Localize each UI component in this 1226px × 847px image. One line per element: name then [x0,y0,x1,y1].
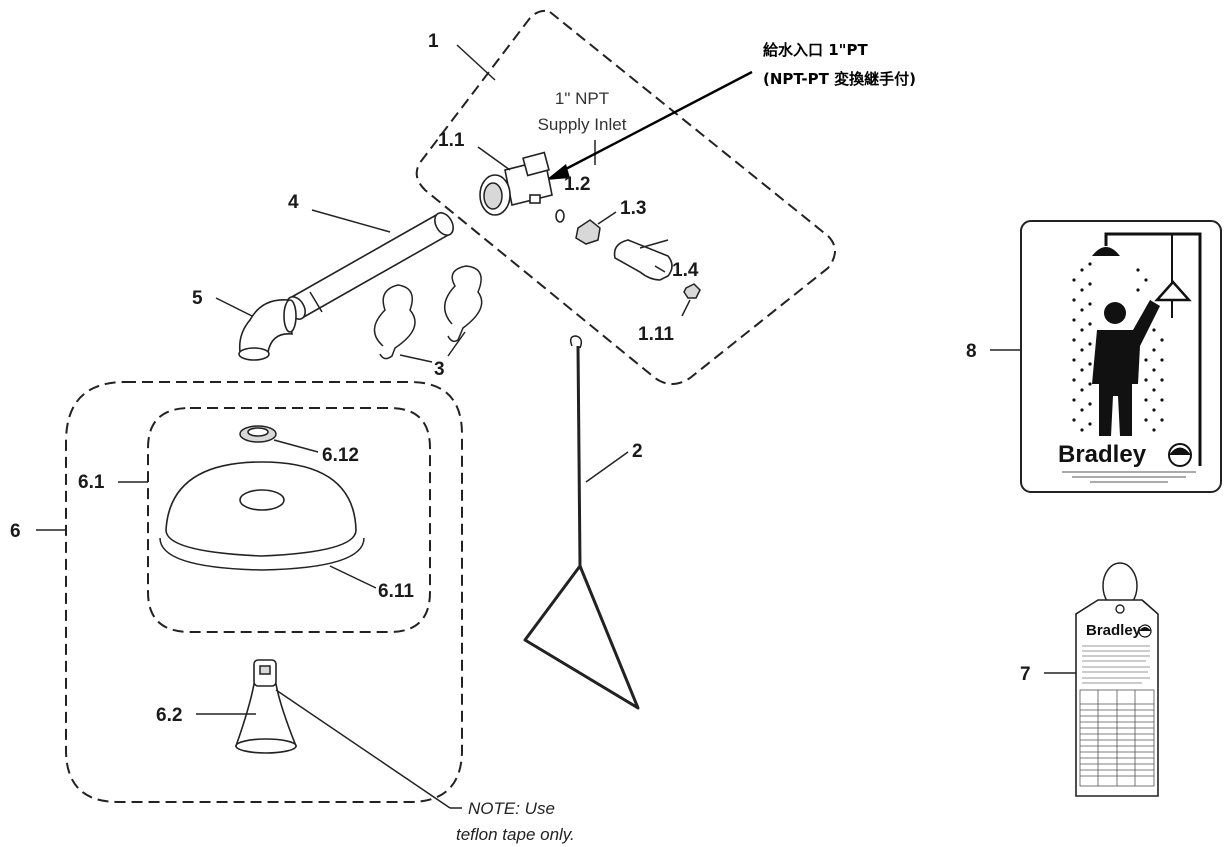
elbow-5 [238,299,297,361]
teflon-note-line2: teflon tape only. [456,825,575,844]
japanese-note-arrow [559,70,753,174]
ring-nut-6-12 [239,425,277,443]
shower-head-6-11 [159,461,365,571]
callout-7: 7 [1020,664,1031,685]
callout-1-3: 1.3 [620,198,646,219]
supply-inlet-label-line2: Supply Inlet [538,115,627,134]
callout-6-2: 6.2 [156,705,182,726]
callout-6: 6 [10,521,21,542]
teflon-note-line1: NOTE: Use [468,799,555,818]
callout-1-2: 1.2 [564,174,590,195]
leader-5 [215,297,253,317]
leader-4 [311,209,391,233]
callout-1-4: 1.4 [672,260,699,281]
pull-rod-2 [523,335,640,710]
tag-text-lines [1082,645,1150,684]
safety-sign-8: Bradley [1020,220,1222,493]
leader-1 [456,44,496,81]
sign-brand-logo: Bradley [1058,441,1147,468]
arrow-head [546,164,570,180]
callout-3: 3 [434,359,445,380]
o-ring-1-2 [555,209,565,223]
callout-4: 4 [288,192,299,213]
nut-1-3 [575,219,601,245]
leader-6-12 [273,439,319,453]
nozzle-6-2 [234,659,298,754]
leader-1-4 [639,239,669,249]
group-1-boundary [415,9,836,385]
callout-1: 1 [428,31,439,52]
callout-1-1: 1.1 [438,130,465,151]
teflon-note-leader [275,689,451,809]
japanese-note-line2: (NPT-PT 変換継手付) [763,70,916,88]
callout-2: 2 [632,441,643,462]
callout-6-1: 6.1 [78,472,105,493]
valve-1-1 [479,151,553,216]
tag-log-table [1079,689,1155,787]
leader-3b [447,331,466,357]
handle-1-4 [613,239,673,281]
supply-inlet-label-line1: 1" NPT [555,89,609,108]
tag-brand-logo: Bradley [1086,622,1142,639]
leader-1-1 [477,146,511,171]
callout-6-12: 6.12 [322,445,359,466]
nut-1-11 [683,283,701,299]
japanese-note-line1: 給水入口 1"PT [763,41,868,59]
callout-8: 8 [966,341,977,362]
leader-3a [399,354,433,363]
callout-6-11: 6.11 [378,581,414,602]
group-6-1-boundary [147,407,431,633]
callout-1-11: 1.11 [638,324,674,345]
hanger-3 [373,265,483,360]
callout-5: 5 [192,288,203,309]
leader-1-11 [681,299,691,317]
leader-1-3 [597,211,617,225]
leader-2 [585,451,629,483]
inspection-tag-7: Bradley [1075,562,1159,797]
leader-6-11 [329,565,377,589]
water-spray-dots [1072,262,1164,432]
group-6-boundary [65,381,463,803]
